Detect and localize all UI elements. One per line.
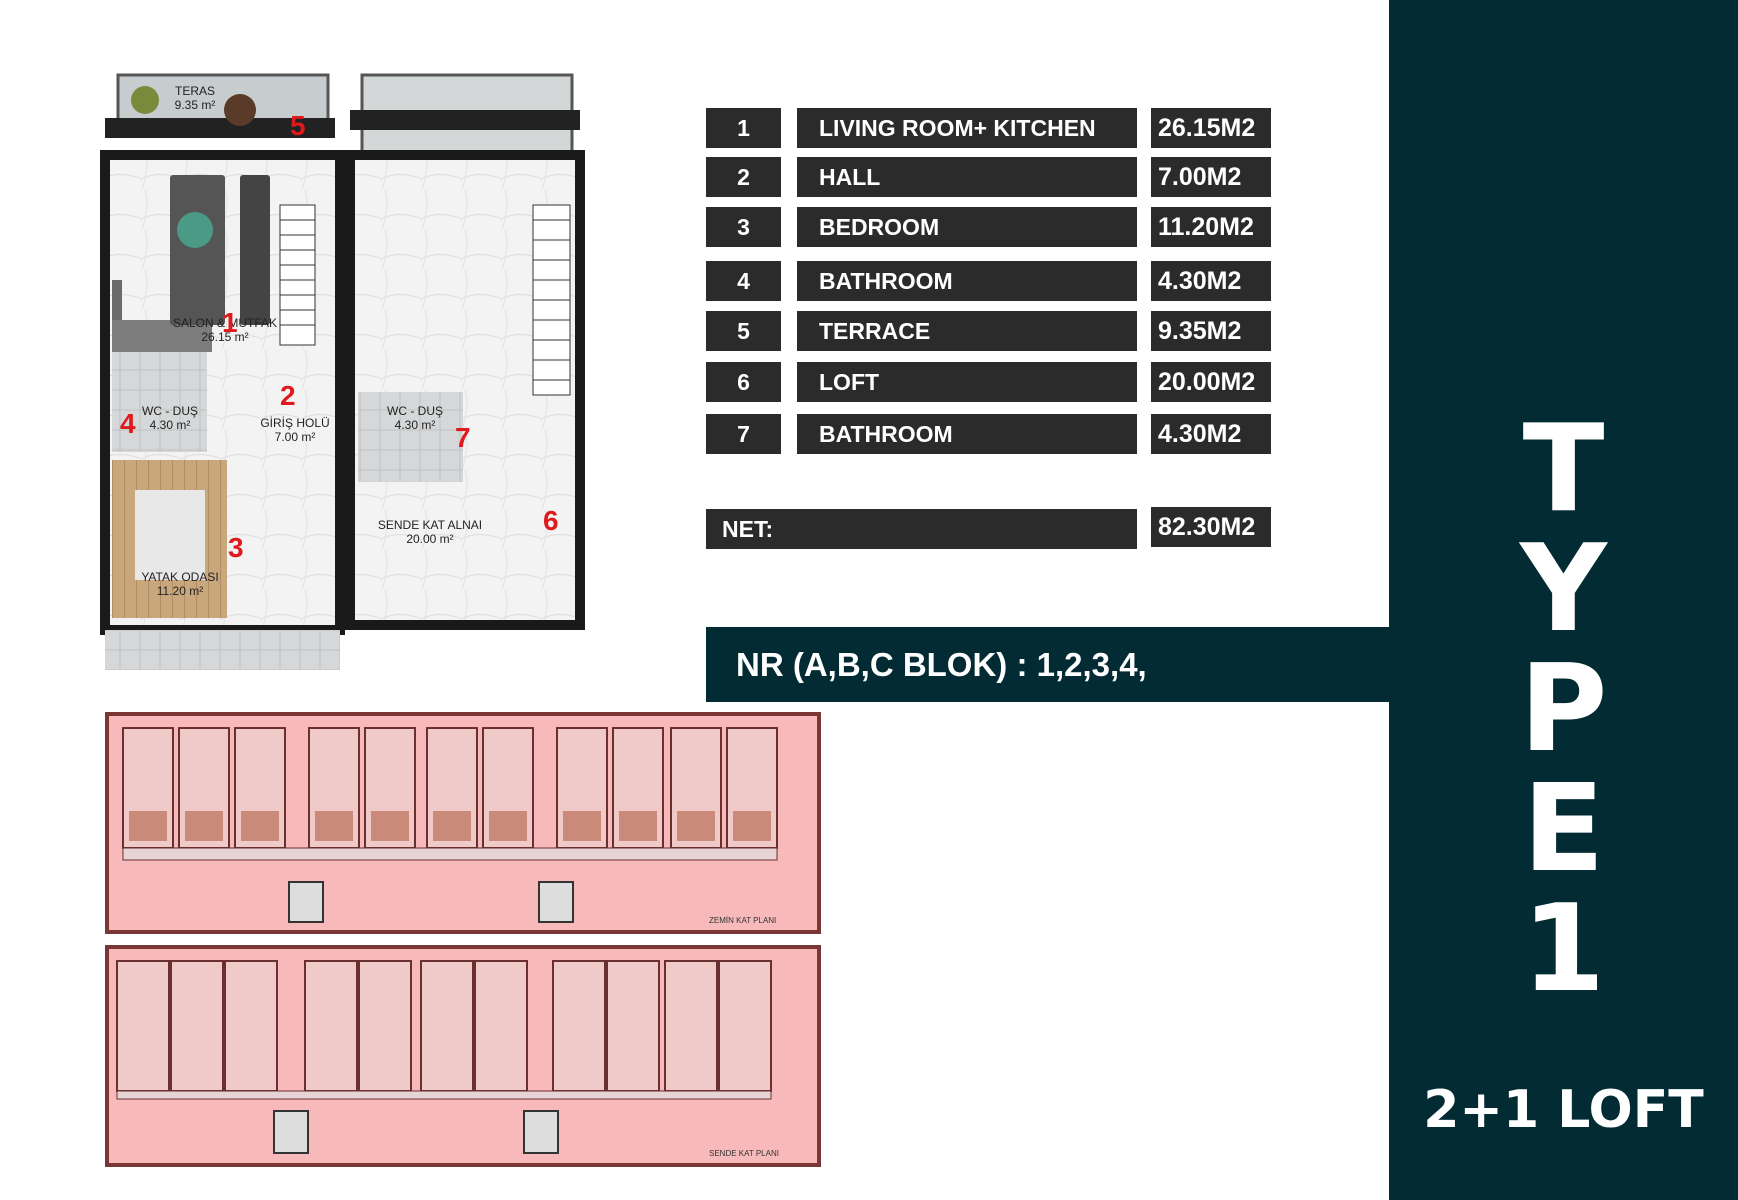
- row-6-area: 20.00M2: [1151, 362, 1271, 402]
- row-4-area: 4.30M2: [1151, 261, 1271, 301]
- row-5-name: TERRACE: [797, 311, 1137, 351]
- net-area: 82.30M2: [1151, 507, 1271, 547]
- type-letter-t: T: [1522, 400, 1605, 539]
- row-4-name: BATHROOM: [797, 261, 1137, 301]
- row-1-area: 26.15M2: [1151, 108, 1271, 148]
- ground-floor-plan-label: ZEMİN KAT PLANI: [709, 916, 777, 925]
- room-number-4: 4: [120, 408, 136, 439]
- row-6-number: 6: [706, 362, 781, 402]
- room-number-3: 3: [228, 532, 244, 563]
- loft-floor-drawing: [116, 960, 772, 1154]
- row-6-name: LOFT: [797, 362, 1137, 402]
- row-3-area: 11.20M2: [1151, 207, 1271, 247]
- row-3-name: BEDROOM: [797, 207, 1137, 247]
- row-7-number: 7: [706, 414, 781, 454]
- row-3-number: 3: [706, 207, 781, 247]
- type-letter-e: E: [1522, 760, 1605, 899]
- row-7-area: 4.30M2: [1151, 414, 1271, 454]
- loft-floor-plan-label: SENDE KAT PLANI: [709, 1149, 779, 1158]
- room-number-2: 2: [280, 380, 296, 411]
- row-7-name: BATHROOM: [797, 414, 1137, 454]
- loft-floor-site-plan: SENDE KAT PLANI: [105, 945, 821, 1167]
- row-5-area: 9.35M2: [1151, 311, 1271, 351]
- row-2-name: HALL: [797, 157, 1137, 197]
- room-number-6: 6: [543, 505, 559, 536]
- floor-plan-drawing: [100, 73, 585, 670]
- type-letter-p: P: [1519, 640, 1608, 779]
- row-1-number: 1: [706, 108, 781, 148]
- block-number-text: NR (A,B,C BLOK) : 1,2,3,4,: [736, 646, 1147, 683]
- row-4-number: 4: [706, 261, 781, 301]
- room-number-7: 7: [455, 422, 471, 453]
- row-1-name: LIVING ROOM+ KITCHEN: [797, 108, 1137, 148]
- type-sidebar: [1389, 0, 1738, 1200]
- net-label: NET:: [706, 509, 1137, 549]
- ground-floor-drawing: [122, 727, 778, 923]
- block-number-band: NR (A,B,C BLOK) : 1,2,3,4,: [706, 627, 1389, 702]
- row-5-number: 5: [706, 311, 781, 351]
- room-number-1: 1: [222, 307, 238, 338]
- type-letter-1: 1: [1521, 880, 1606, 1019]
- room-number-5: 5: [290, 110, 306, 141]
- ground-floor-site-plan: ZEMİN KAT PLANI: [105, 712, 821, 934]
- row-2-area: 7.00M2: [1151, 157, 1271, 197]
- type-letter-y: Y: [1520, 520, 1607, 659]
- row-2-number: 2: [706, 157, 781, 197]
- layout-subtitle: 2+1 LOFT: [1423, 1080, 1704, 1140]
